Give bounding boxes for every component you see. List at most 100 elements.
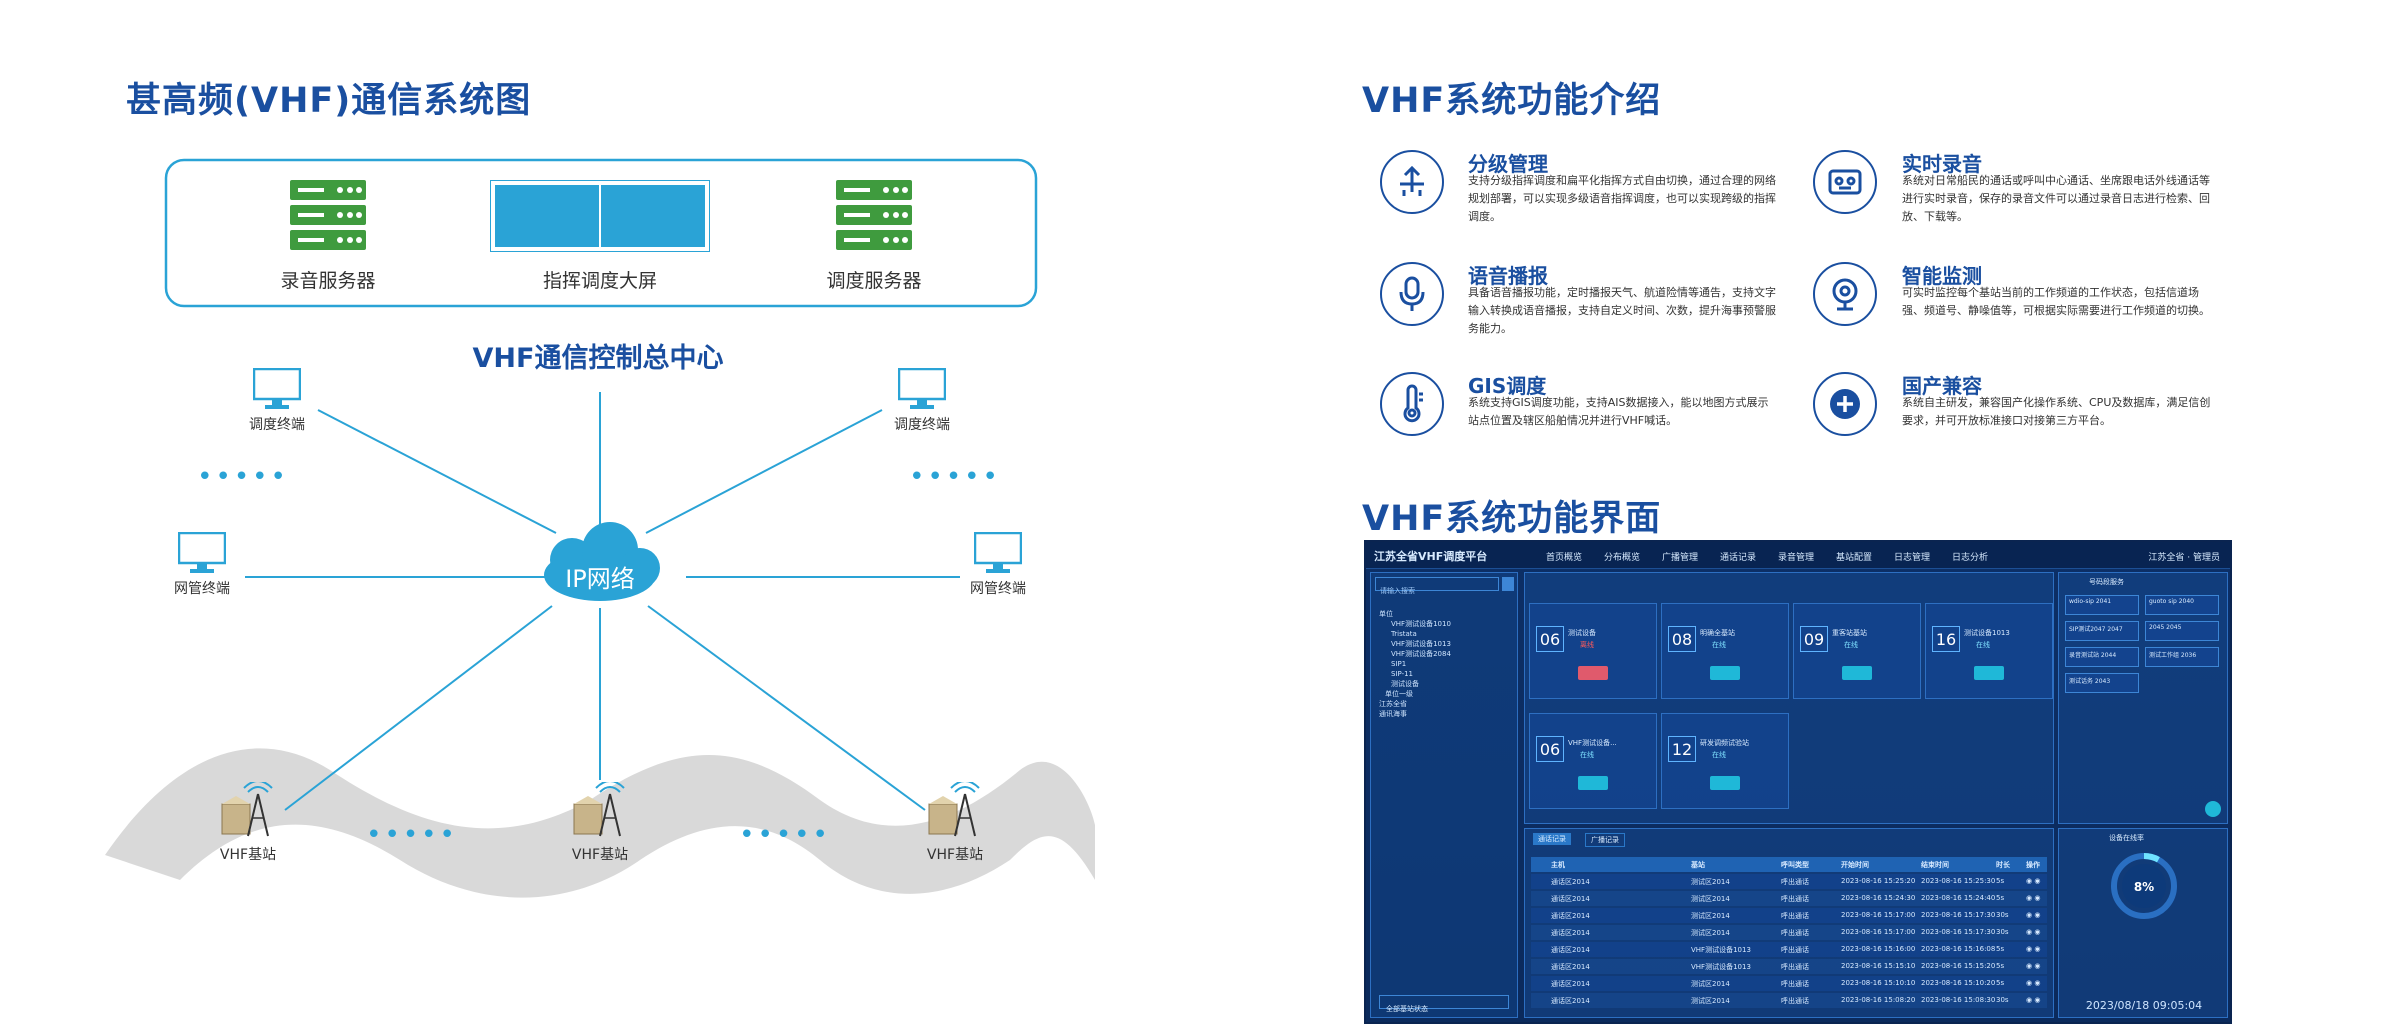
column-header: 基站	[1691, 861, 1705, 869]
channel-card[interactable]: 12 研发调频试验站 在线	[1661, 713, 1789, 809]
phone-tile[interactable]: 测试工作组 2036	[2145, 647, 2219, 667]
phone-tile[interactable]: 2045 2045	[2145, 621, 2219, 641]
tree-item[interactable]: Tristata	[1391, 630, 1417, 638]
channel-state: 在线	[1580, 751, 1594, 759]
ip-network-label: IP网络	[565, 565, 635, 593]
channel-card[interactable]: 06 VHF测试设备... 在线	[1529, 713, 1657, 809]
channel-number: 06	[1536, 626, 1564, 652]
channel-card[interactable]: 16 测试设备1013 在线	[1925, 603, 2053, 699]
tree-item[interactable]: SIP-11	[1391, 670, 1414, 678]
tree-item[interactable]: VHF测试设备2084	[1391, 650, 1451, 658]
display-screen-icon	[489, 179, 711, 256]
tab-broadcast-records[interactable]: 广播记录	[1585, 833, 1625, 847]
status-select[interactable]: 全部基站状态	[1379, 995, 1509, 1013]
channel-state: 在线	[1844, 641, 1858, 649]
search-input[interactable]: 请输入搜索	[1375, 577, 1499, 595]
channel-card[interactable]: 06 测试设备 离线	[1529, 603, 1657, 699]
feature-desc: 系统支持GIS调度功能，支持AIS数据接入，能以地图方式展示站点位置及辖区船舶情…	[1468, 396, 1769, 427]
nav-item[interactable]: 基站配置	[1836, 553, 1873, 563]
table-cell: 2023-08-16 15:10:20	[1921, 979, 1996, 987]
call-button[interactable]	[1974, 666, 2004, 680]
feature-title: 国产兼容	[1902, 374, 1982, 398]
network-links	[245, 392, 960, 811]
base-station-label: VHF基站	[571, 847, 629, 863]
nav-item[interactable]: 日志分析	[1952, 553, 1989, 563]
row-action-icon[interactable]: ◉ ◉	[2026, 877, 2041, 885]
tree-item[interactable]: 单位一级	[1385, 690, 1413, 698]
dispatch-terminal-label: 调度终端	[894, 417, 950, 433]
table-cell: 30s	[1996, 928, 2009, 936]
usage-gauge	[2111, 853, 2177, 919]
interface-title: VHF系统功能界面	[1362, 499, 1662, 539]
channel-card[interactable]: 09 重客站基站 在线	[1793, 603, 1921, 699]
channel-name: 测试设备	[1568, 629, 1596, 637]
table-cell: VHF测试设备1013	[1691, 963, 1751, 971]
tree-item[interactable]: SIP1	[1391, 660, 1407, 668]
channel-number: 16	[1932, 626, 1960, 652]
tree-item[interactable]: VHF测试设备1013	[1391, 640, 1451, 648]
table-cell: 呼出通话	[1781, 912, 1809, 920]
channel-state: 在线	[1976, 641, 1990, 649]
user-info[interactable]: 江苏全省 · 管理员	[2148, 553, 2220, 563]
dispatch-terminal-label: 调度终端	[249, 417, 305, 433]
nav-item[interactable]: 广播管理	[1662, 553, 1699, 563]
table-cell: 测试区2014	[1691, 997, 1730, 1005]
table-cell: 30s	[1996, 996, 2009, 1004]
tree-item[interactable]: 通讯海事	[1379, 710, 1407, 718]
call-button[interactable]	[1842, 666, 1872, 680]
table-cell: 通话区2014	[1551, 946, 1590, 954]
nav-item[interactable]: 录音管理	[1778, 553, 1815, 563]
table-cell: 通话区2014	[1551, 912, 1590, 920]
tree-item[interactable]: VHF测试设备1010	[1391, 620, 1451, 628]
call-button[interactable]	[1578, 666, 1608, 680]
table-header: 主机 基站 呼叫类型 开始时间 结束时间 时长 操作	[1531, 857, 2047, 872]
row-action-icon[interactable]: ◉ ◉	[2026, 996, 2041, 1004]
channel-name: VHF测试设备...	[1568, 739, 1617, 747]
dial-button[interactable]	[2205, 801, 2221, 817]
row-action-icon[interactable]: ◉ ◉	[2026, 945, 2041, 953]
search-icon[interactable]	[1502, 577, 1514, 591]
table-cell: 5s	[1996, 962, 2005, 970]
channel-name: 明确全基站	[1700, 629, 1735, 637]
nav-item[interactable]: 分布概览	[1604, 553, 1641, 563]
microphone-icon	[1380, 262, 1444, 326]
phone-tile[interactable]: 录音测试站 2044	[2065, 647, 2139, 667]
row-action-icon[interactable]: ◉ ◉	[2026, 894, 2041, 902]
phone-tile[interactable]: 测试话务 2043	[2065, 673, 2139, 693]
call-button[interactable]	[1710, 776, 1740, 790]
netmgmt-terminal-label: 网管终端	[970, 581, 1026, 597]
phone-tile[interactable]: wdio-sip 2041	[2065, 595, 2139, 615]
column-header: 呼叫类型	[1781, 861, 1809, 869]
call-button[interactable]	[1578, 776, 1608, 790]
table-cell: 测试区2014	[1691, 895, 1730, 903]
phone-tile[interactable]: guoto sip 2040	[2145, 595, 2219, 615]
tree-panel: 请输入搜索 单位 VHF测试设备1010 Tristata VHF测试设备101…	[1370, 572, 1518, 1018]
row-action-icon[interactable]: ◉ ◉	[2026, 928, 2041, 936]
base-station-label: VHF基站	[926, 847, 984, 863]
phone-tile[interactable]: SIP测试2047 2047	[2065, 621, 2139, 641]
row-action-icon[interactable]: ◉ ◉	[2026, 962, 2041, 970]
tree-item[interactable]: 江苏全省	[1379, 700, 1407, 708]
row-action-icon[interactable]: ◉ ◉	[2026, 911, 2041, 919]
call-button[interactable]	[1710, 666, 1740, 680]
channel-card[interactable]: 08 明确全基站 在线	[1661, 603, 1789, 699]
tree-item[interactable]: 测试设备	[1391, 680, 1419, 688]
nav-item[interactable]: 首页概览	[1546, 553, 1583, 563]
nav-item[interactable]: 日志管理	[1894, 553, 1931, 563]
table-cell: 2023-08-16 15:16:08	[1921, 945, 1996, 953]
tree-item[interactable]: 单位	[1379, 610, 1393, 618]
tab-call-records[interactable]: 通话记录	[1533, 833, 1571, 845]
nav-item[interactable]: 通话记录	[1720, 553, 1757, 563]
table-cell: 通话区2014	[1551, 929, 1590, 937]
feature-desc: 可实时监控每个基站当前的工作频道的工作状态，包括信道场强、频道号、静噪值等，可根…	[1902, 286, 2210, 317]
row-action-icon[interactable]: ◉ ◉	[2026, 979, 2041, 987]
table-cell: 2023-08-16 15:24:30	[1841, 894, 1916, 902]
